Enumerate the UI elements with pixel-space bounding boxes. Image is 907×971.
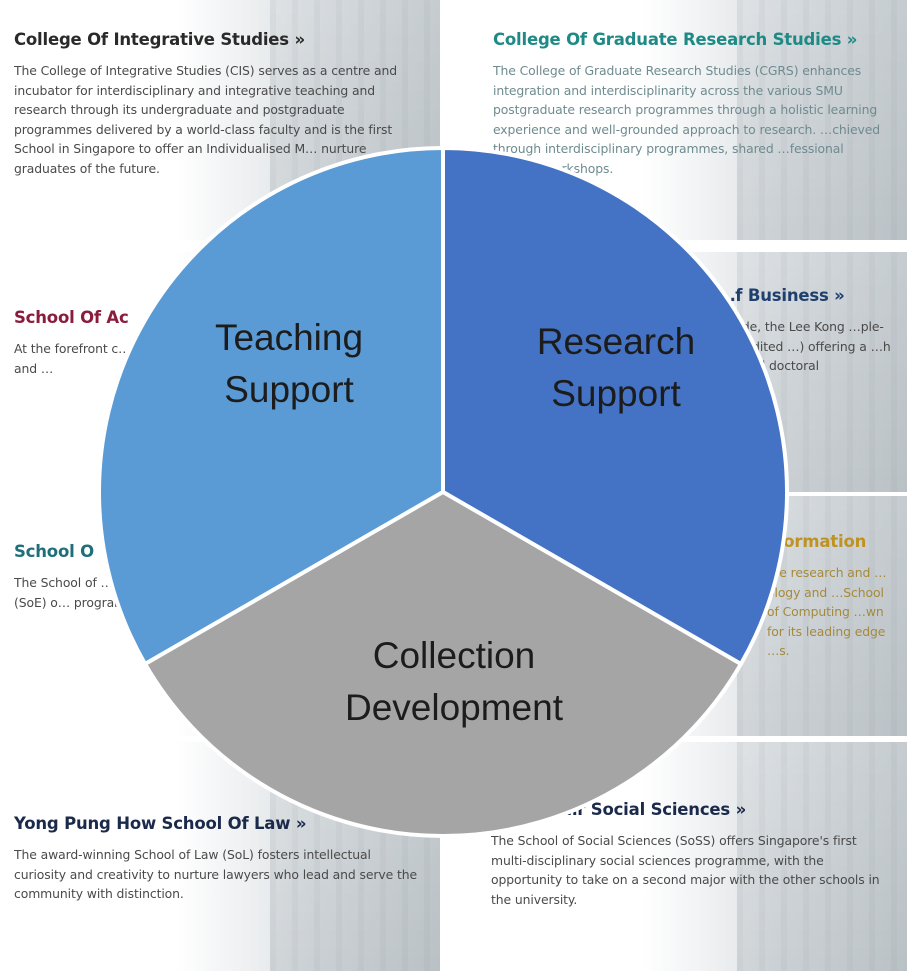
segment-label-line: Support xyxy=(551,373,681,414)
card-description: …vide, the Lee Kong …ple-accredited …) o… xyxy=(719,319,891,373)
segment-label-line: Development xyxy=(345,687,564,728)
segment-label-line: Teaching xyxy=(215,317,363,358)
card-description: The College of Graduate Research Studies… xyxy=(493,63,881,176)
card-title[interactable]: College Of Integrative Studies » xyxy=(14,30,305,49)
segment-research-support xyxy=(441,146,789,666)
segment-label-line: Support xyxy=(224,369,354,410)
card-cis[interactable]: College Of Integrative Studies » The Col… xyxy=(0,0,440,240)
card-description: …e research and …ology and …School of Co… xyxy=(767,565,887,658)
segment-label-line: Collection xyxy=(373,635,535,676)
segment-teaching-support xyxy=(97,146,445,666)
card-description: The award-winning School of Law (SoL) fo… xyxy=(14,847,418,901)
card-title[interactable]: …ormation xyxy=(767,532,867,551)
segment-label-line: Research xyxy=(537,321,695,362)
card-title[interactable]: School Of Ac xyxy=(14,308,129,327)
card-description: The College of Integrative Studies (CIS)… xyxy=(14,63,398,176)
card-soss[interactable]: …r Social Sciences » The School of Socia… xyxy=(467,742,907,971)
card-title[interactable]: …f Business » xyxy=(719,286,845,305)
card-cgrs[interactable]: College Of Graduate Research Studies » T… xyxy=(467,0,907,240)
card-title[interactable]: Yong Pung How School Of Law » xyxy=(14,814,307,833)
card-title[interactable]: College Of Graduate Research Studies » xyxy=(493,30,858,49)
segment-collection-development xyxy=(143,490,743,838)
card-description: The School of Social Sciences (SoSS) off… xyxy=(491,833,880,907)
card-title[interactable]: School O xyxy=(14,542,94,561)
card-title[interactable]: …r Social Sciences » xyxy=(561,800,747,819)
